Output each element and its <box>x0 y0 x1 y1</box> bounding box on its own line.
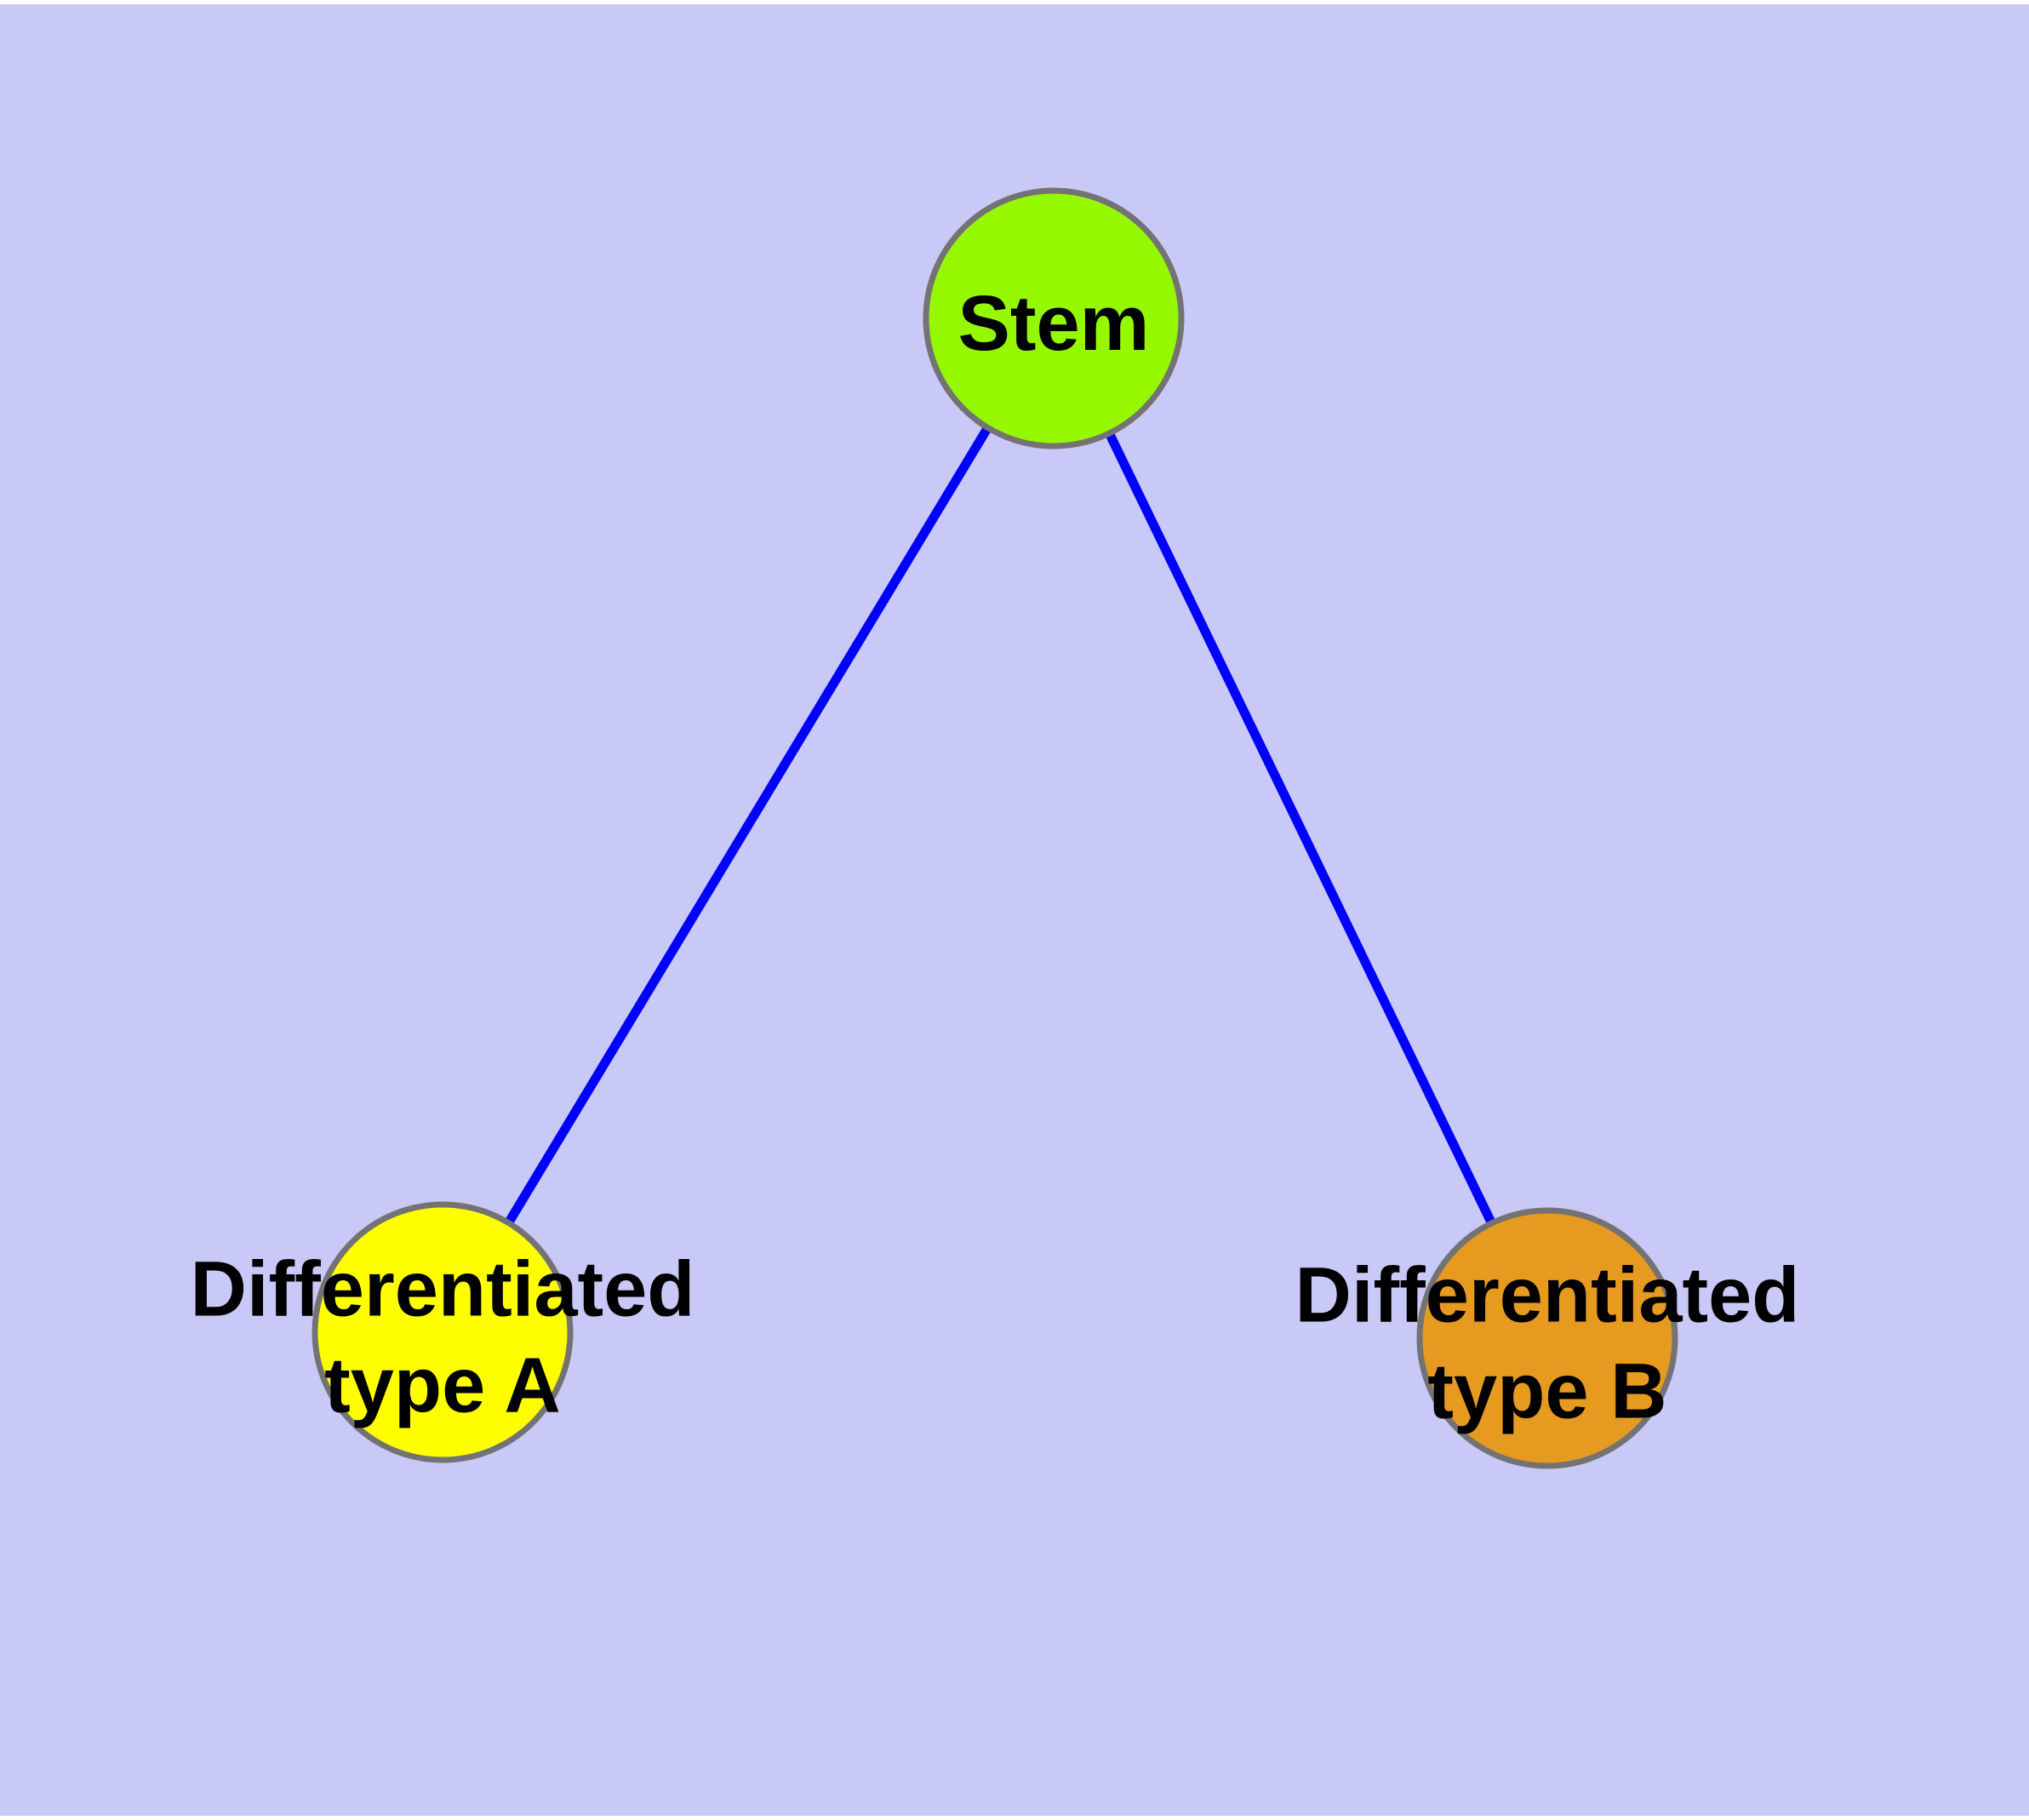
node-label-stem: Stem <box>958 280 1150 367</box>
edges-layer <box>438 316 1552 1341</box>
node-label-line: type A <box>324 1342 561 1429</box>
edge-stem-type-a <box>438 316 1058 1335</box>
edge-stem-type-b <box>1049 316 1552 1341</box>
node-label-line: Differentiated <box>191 1246 695 1333</box>
node-label-line: Differentiated <box>1295 1252 1800 1339</box>
node-type-a <box>311 1201 574 1463</box>
node-label-type-a: Differentiated type A <box>191 1246 695 1429</box>
node-label-type-b: Differentiated type B <box>1295 1252 1800 1435</box>
node-label-line: type B <box>1427 1348 1666 1435</box>
nodes-layer <box>311 187 1678 1469</box>
node-type-b <box>1416 1207 1678 1469</box>
node-label-line: Stem <box>958 280 1150 367</box>
node-stem <box>923 187 1185 449</box>
